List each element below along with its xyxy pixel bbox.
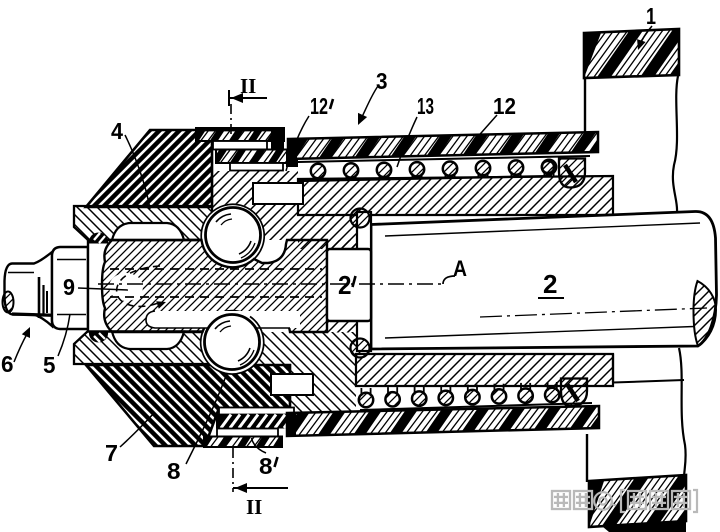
svg-text:9: 9 — [63, 274, 75, 300]
svg-text:7: 7 — [105, 440, 118, 466]
svg-text:A: A — [453, 256, 467, 281]
svg-text:8: 8 — [259, 453, 273, 479]
svg-text:1: 1 — [646, 3, 656, 29]
svg-text:12: 12 — [493, 93, 516, 119]
svg-text:2: 2 — [338, 270, 352, 300]
svg-text:8: 8 — [167, 458, 181, 484]
svg-text:2: 2 — [543, 269, 558, 299]
svg-text:4: 4 — [111, 118, 123, 144]
svg-text:12: 12 — [310, 93, 328, 119]
svg-text:13: 13 — [417, 93, 434, 119]
svg-text:6: 6 — [1, 351, 14, 377]
svg-text:II: II — [240, 74, 256, 98]
svg-text:II: II — [246, 495, 262, 519]
svg-text:3: 3 — [376, 68, 388, 94]
svg-text:5: 5 — [43, 352, 56, 378]
